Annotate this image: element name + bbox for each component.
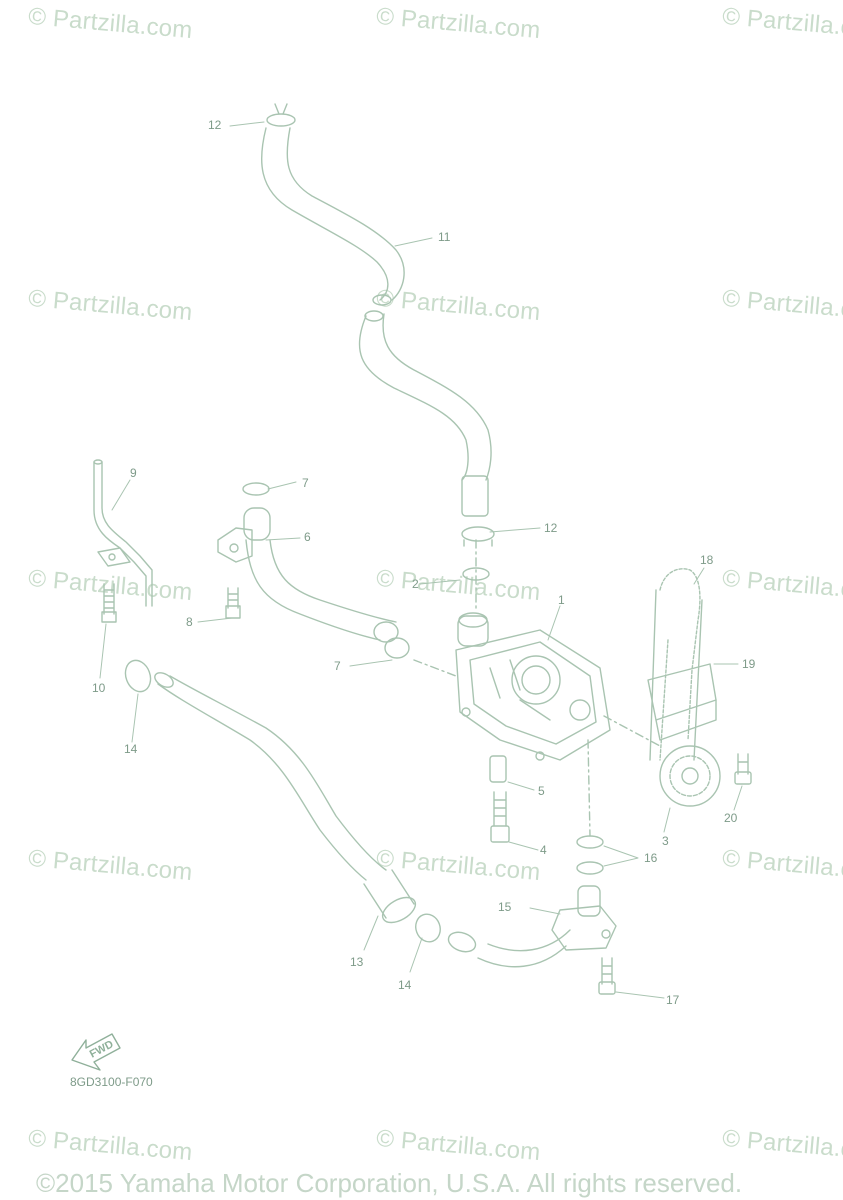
- bolt: [490, 791, 510, 843]
- oil-pump: [455, 612, 611, 761]
- callout-label: 7: [302, 476, 309, 490]
- o-ring: [242, 482, 270, 496]
- o-ring: [576, 835, 604, 849]
- o-ring: [576, 861, 604, 875]
- callout-label: 12: [208, 118, 222, 132]
- collar: [489, 755, 507, 783]
- diagram-code: 8GD3100-F070: [70, 1075, 153, 1089]
- callout-label: 8: [186, 615, 193, 629]
- callout-label: 16: [644, 851, 658, 865]
- callout-label: 7: [334, 659, 341, 673]
- callout-label: 19: [742, 657, 756, 671]
- bolt: [225, 587, 241, 619]
- bolt: [101, 583, 117, 623]
- callout-label: 9: [130, 466, 137, 480]
- bolt: [734, 753, 752, 785]
- bolt: [598, 957, 616, 995]
- callout-label: 15: [498, 900, 512, 914]
- copyright-notice: ©2015 Yamaha Motor Corporation, U.S.A. A…: [36, 1168, 743, 1198]
- callout-label: 3: [662, 834, 669, 848]
- callout-label: 17: [666, 993, 680, 1007]
- callout-label: 6: [304, 530, 311, 544]
- callout-label: 20: [724, 811, 738, 825]
- callout-label: 5: [538, 784, 545, 798]
- hose-clamp: [415, 913, 441, 943]
- callout-label: 12: [544, 521, 558, 535]
- sprocket: [659, 745, 721, 807]
- oil-strainer-pipe: [447, 885, 617, 968]
- callout-label: 2: [412, 577, 419, 591]
- callout-leader-lines: [99, 121, 743, 999]
- lower-oil-hose: [154, 672, 417, 924]
- oil-pipe: [217, 507, 399, 643]
- callout-label: 18: [700, 553, 714, 567]
- callout-label: 10: [92, 681, 106, 695]
- callout-label: 4: [540, 843, 547, 857]
- callout-label: 14: [398, 978, 412, 992]
- upper-oil-hose: [260, 103, 492, 517]
- fwd-arrow-icon: FWD: [71, 1033, 121, 1071]
- callout-label: 13: [350, 955, 364, 969]
- o-ring: [384, 637, 410, 659]
- callout-label: 14: [124, 742, 138, 756]
- breather-pipe: [93, 459, 153, 607]
- callout-label: 1: [558, 593, 565, 607]
- hose-clamp: [461, 526, 495, 547]
- hose-clamp: [124, 659, 152, 693]
- callout-label: 11: [438, 230, 451, 244]
- chain-guide: [647, 663, 717, 741]
